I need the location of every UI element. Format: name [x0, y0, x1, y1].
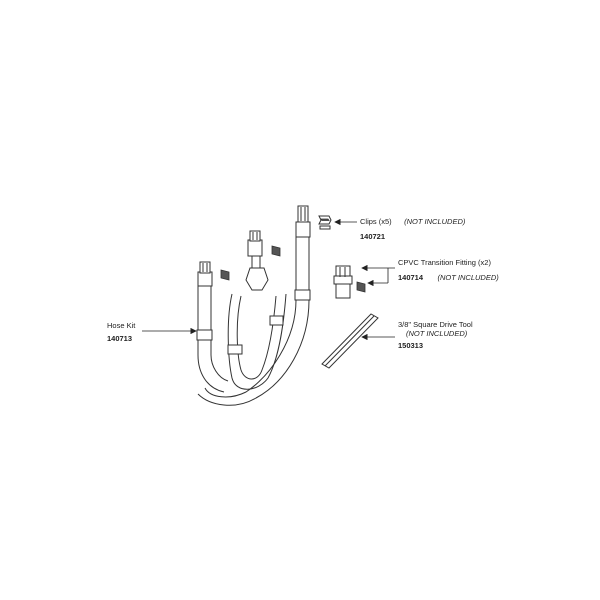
clips-illustration [318, 215, 332, 230]
hose-callout: Hose Kit 140713 [107, 321, 135, 343]
tool-label: 3/8" Square Drive Tool [398, 320, 473, 329]
cpvc-part-number: 140714 [398, 273, 424, 282]
hose-label: Hose Kit [107, 321, 136, 330]
tool-not-included: (NOT INCLUDED) [406, 329, 468, 338]
clips-part-number: 140721 [360, 232, 386, 241]
tool-callout: 3/8" Square Drive Tool (NOT INCLUDED) 15… [398, 320, 473, 350]
cpvc-fitting-illustration [333, 265, 366, 299]
tool-part-number: 150313 [398, 341, 424, 350]
clips-label: Clips (x5) [360, 217, 392, 226]
cpvc-bracket [361, 264, 395, 287]
clips-not-included: (NOT INCLUDED) [404, 217, 466, 226]
hose-part-number: 140713 [107, 334, 133, 343]
cpvc-not-included: (NOT INCLUDED) [437, 273, 499, 282]
clips-callout: Clips (x5) (NOT INCLUDED) 140721 [360, 211, 465, 241]
hose-kit-illustration [196, 205, 311, 406]
cpvc-callout: CPVC Transition Fitting (x2) 140714 (NOT… [398, 258, 499, 285]
cpvc-label: CPVC Transition Fitting (x2) [398, 258, 491, 267]
square-drive-tool-illustration [321, 313, 379, 369]
